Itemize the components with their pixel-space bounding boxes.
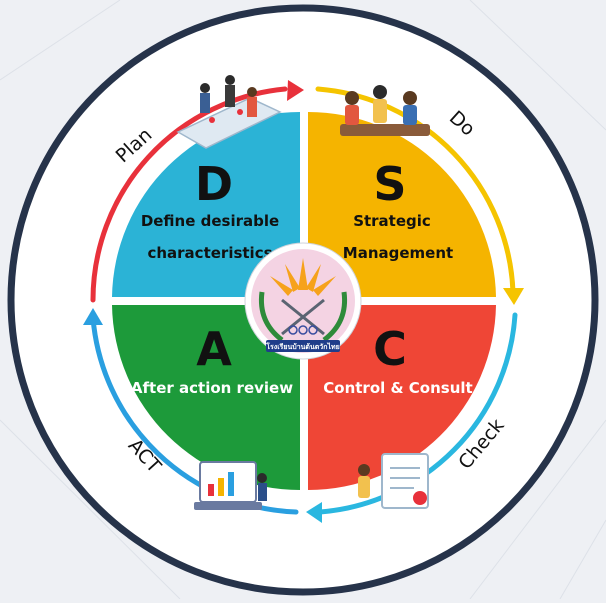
check-document-illustration (358, 453, 429, 509)
quadrant-d-letter: D (195, 157, 233, 211)
laurel-left-icon (258, 291, 284, 342)
quadrant-d-label-line2: characteristics (147, 244, 272, 262)
do-team-illustration (340, 85, 430, 136)
arrow-do (315, 86, 516, 295)
quadrant-s-label-line1: Strategic (353, 212, 431, 230)
arrow-act-head (83, 308, 103, 325)
school-seal: โรงเรียนบ้านต้นตวักไทย (244, 242, 362, 360)
rings-icon (288, 325, 318, 335)
quadrant-a-label: After action review (131, 379, 293, 397)
seal-banner-text: โรงเรียนบ้านต้นตวักไทย (265, 342, 339, 351)
seal-banner (266, 340, 340, 352)
quadrant-a (112, 305, 300, 490)
quadrant-c (308, 305, 496, 490)
plan-team-illustration (176, 75, 282, 149)
quadrant-s (308, 112, 496, 297)
laurel-right-icon (322, 291, 348, 342)
quadrant-d (112, 112, 300, 297)
quadrant-c-label: Control & Consult (323, 379, 472, 397)
arrow-check-head (306, 502, 322, 523)
arrow-plan (90, 86, 288, 303)
flame-icon (270, 258, 336, 296)
quadrant-d-label-line1: Define desirable (141, 212, 279, 230)
act-laptop-illustration (194, 461, 267, 510)
arrow-plan-head (287, 80, 304, 101)
quadrant-s-letter: S (373, 157, 406, 211)
quadrant-a-letter: A (196, 322, 232, 376)
quadrant-c-letter: C (373, 322, 407, 376)
arrow-do-head (503, 288, 524, 305)
quadrant-s-label-line2: Management (343, 244, 453, 262)
arrow-check (317, 312, 518, 515)
